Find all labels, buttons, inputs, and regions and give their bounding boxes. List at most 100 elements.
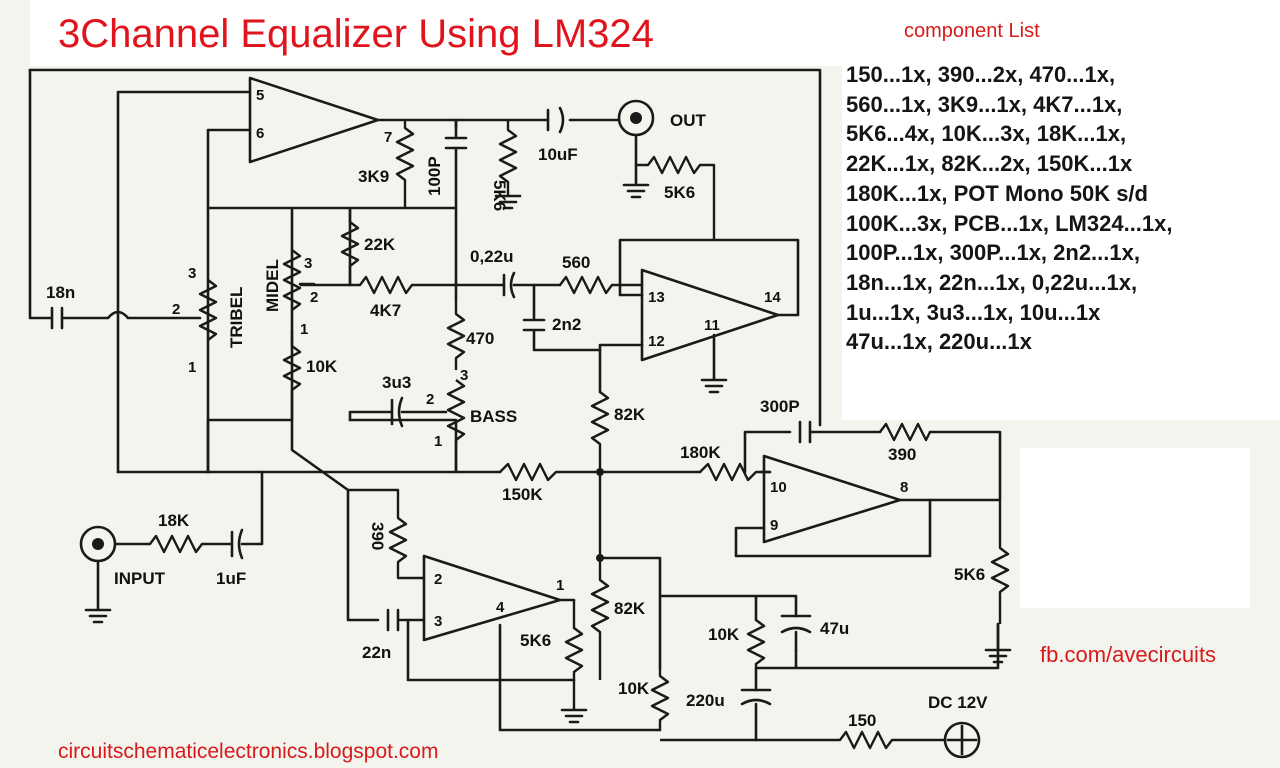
capacitor-0-22u [454, 271, 562, 299]
resistor-3k9 [395, 120, 415, 208]
label-c-47u: 47u [820, 619, 849, 638]
component-list-line: 100K...3x, PCB...1x, LM324...1x, [846, 210, 1173, 236]
resistor-470 [446, 300, 466, 370]
dc-12v-terminal [943, 721, 981, 759]
label-c-10uf: 10uF [538, 145, 578, 164]
label-c-100p: 100P [425, 156, 444, 196]
label-r-470: 470 [466, 329, 494, 348]
component-list-line: 100P...1x, 300P...1x, 2n2...1x, [846, 240, 1140, 266]
pot-tribel [198, 279, 218, 341]
label-r-10k-b2: 10K [618, 679, 650, 698]
capacitor-2n2 [522, 283, 602, 352]
pin-u3-10: 10 [770, 479, 787, 496]
component-list-line: 150...1x, 390...2x, 470...1x, [846, 62, 1116, 87]
label-r-560: 560 [562, 253, 590, 272]
component-list-line: 22K...1x, 82K...2x, 150K...1x [846, 151, 1133, 177]
label-r-390-top: 390 [888, 445, 916, 464]
pin-midel-3: 3 [304, 255, 312, 272]
capacitor-47u [780, 614, 812, 652]
pin-u2-12: 12 [648, 333, 665, 350]
pin-tribel-1: 1 [188, 359, 196, 376]
component-list-background [842, 0, 1280, 420]
label-c-220u: 220u [686, 691, 725, 710]
pin-bass-1: 1 [434, 433, 442, 450]
pin-u3-9: 9 [770, 517, 778, 534]
facebook-credit: fb.com/avecircuits [1040, 642, 1217, 667]
resistor-560 [559, 275, 642, 295]
label-midel: MIDEL [263, 259, 282, 312]
capacitor-220u [740, 688, 772, 742]
resistor-10k-mid [282, 330, 302, 420]
resistor-5k6-right [990, 500, 1010, 624]
component-list: 150...1x, 390...2x, 470...1x, 560...1x, … [846, 60, 1266, 357]
label-c-300p: 300P [760, 397, 800, 416]
pin-u2-11: 11 [704, 317, 720, 334]
pin-midel-2: 2 [310, 289, 318, 306]
pin-u4-1: 1 [556, 577, 564, 594]
label-r-82k-bot: 82K [614, 599, 646, 618]
label-r-5k6-fb: 5K6 [664, 183, 695, 202]
pin-u2-13: 13 [648, 289, 665, 306]
resistor-180k [699, 462, 770, 482]
resistor-22k [340, 208, 360, 285]
resistor-5k6-out [498, 120, 518, 196]
pin-tribel-3: 3 [188, 265, 196, 282]
label-r-150: 150 [848, 711, 876, 730]
label-input: INPUT [114, 569, 166, 588]
pin-u3-8: 8 [900, 479, 908, 496]
u1-wires [28, 68, 620, 474]
pot-bass [446, 379, 466, 472]
capacitor-100p [444, 118, 468, 210]
label-r-4k7: 4K7 [370, 301, 401, 320]
resistor-150k [499, 462, 560, 482]
pin-u4-2: 2 [434, 571, 442, 588]
label-c-22n: 22n [362, 643, 391, 662]
label-r-18k: 18K [158, 511, 190, 530]
right-blank-panel [1020, 448, 1250, 608]
label-r-82k-top: 82K [614, 405, 646, 424]
resistor-10k-b2 [650, 668, 670, 730]
label-r-5k6-buf: 5K6 [520, 631, 551, 650]
label-r-150k: 150K [502, 485, 543, 504]
opamp-u3 [762, 454, 902, 544]
resistor-82k-bot [590, 558, 610, 680]
pot-midel [282, 249, 302, 311]
label-r-5k6-out: 5K6 [490, 180, 509, 211]
resistor-5k6-feedback [636, 155, 716, 240]
pin-u4-3: 3 [434, 613, 442, 630]
blog-credit: circuitschematicelectronics.blogspot.com [58, 740, 439, 763]
label-c-3u3: 3u3 [382, 373, 411, 392]
label-c-0-22u: 0,22u [470, 247, 513, 266]
resistor-5k6-buf [564, 600, 584, 710]
opamp-u1 [248, 76, 380, 164]
pin-midel-1: 1 [300, 321, 308, 338]
label-out: OUT [670, 111, 707, 130]
component-list-line: 18n...1x, 22n...1x, 0,22u...1x, [846, 269, 1138, 295]
label-r-10k-b1: 10K [708, 625, 740, 644]
label-bass: BASS [470, 407, 517, 426]
pin-bass-2: 2 [426, 391, 434, 408]
label-c-18n: 18n [46, 283, 75, 302]
pin-u1-5: 5 [256, 87, 264, 104]
label-r-180k: 180K [680, 443, 721, 462]
component-list-line: 1u...1x, 3u3...1x, 10u...1x [846, 299, 1101, 325]
label-tribel: TRIBEL [227, 287, 246, 348]
capacitor-18n [28, 68, 202, 330]
pin-u1-6: 6 [256, 125, 264, 142]
capacitor-10uf [546, 106, 565, 134]
resistor-390-left [348, 488, 424, 580]
resistor-10k-b1 [746, 619, 766, 668]
component-list-line: 560...1x, 3K9...1x, 4K7...1x, [846, 91, 1123, 117]
label-c-1uf: 1uF [216, 569, 246, 588]
midel-bus [206, 206, 458, 422]
pin-u4-4: 4 [496, 599, 505, 616]
label-r-10k-mid: 10K [306, 357, 338, 376]
opamp-u2 [640, 268, 780, 362]
opamp-u4 [422, 554, 562, 642]
resistor-18k [115, 534, 232, 554]
resistor-150 [660, 730, 945, 750]
pin-tribel-2: 2 [172, 301, 180, 318]
pin-bass-3: 3 [460, 367, 468, 384]
